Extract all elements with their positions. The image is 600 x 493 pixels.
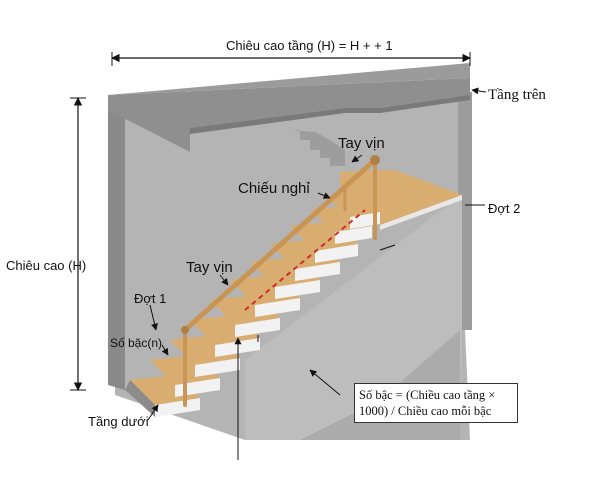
floor-height-label: Chiêu cao tầng (H) = H + + 1 — [226, 38, 393, 53]
walkline — [244, 209, 366, 311]
lower-floor-label: Tầng dưới — [88, 414, 149, 429]
formula-note: Số bậc = (Chiều cao tầng × 1000) / Chiều… — [354, 383, 518, 423]
handrail-mid-label: Tay vịn — [186, 259, 233, 276]
upper-floor-label: Tầng trên — [488, 87, 546, 103]
height-label: Chiêu cao (H) — [6, 258, 86, 273]
landing-label: Chiếu nghỉ — [238, 180, 310, 197]
lower-floor — [125, 380, 155, 417]
left-wall — [108, 95, 125, 390]
step-count-label: Số bặc(n) — [110, 336, 162, 350]
handrail-top-label: Tay vịn — [338, 135, 385, 152]
handrail — [182, 157, 378, 407]
flight-1-label: Đợt 1 — [134, 291, 166, 306]
formula-line-2: 1000) / Chiều cao mỗi bậc — [359, 404, 492, 418]
flight-2-label: Đợt 2 — [488, 201, 520, 216]
upper-slab — [108, 78, 470, 152]
formula-line-1: Số bậc = (Chiều cao tầng × — [359, 388, 496, 402]
